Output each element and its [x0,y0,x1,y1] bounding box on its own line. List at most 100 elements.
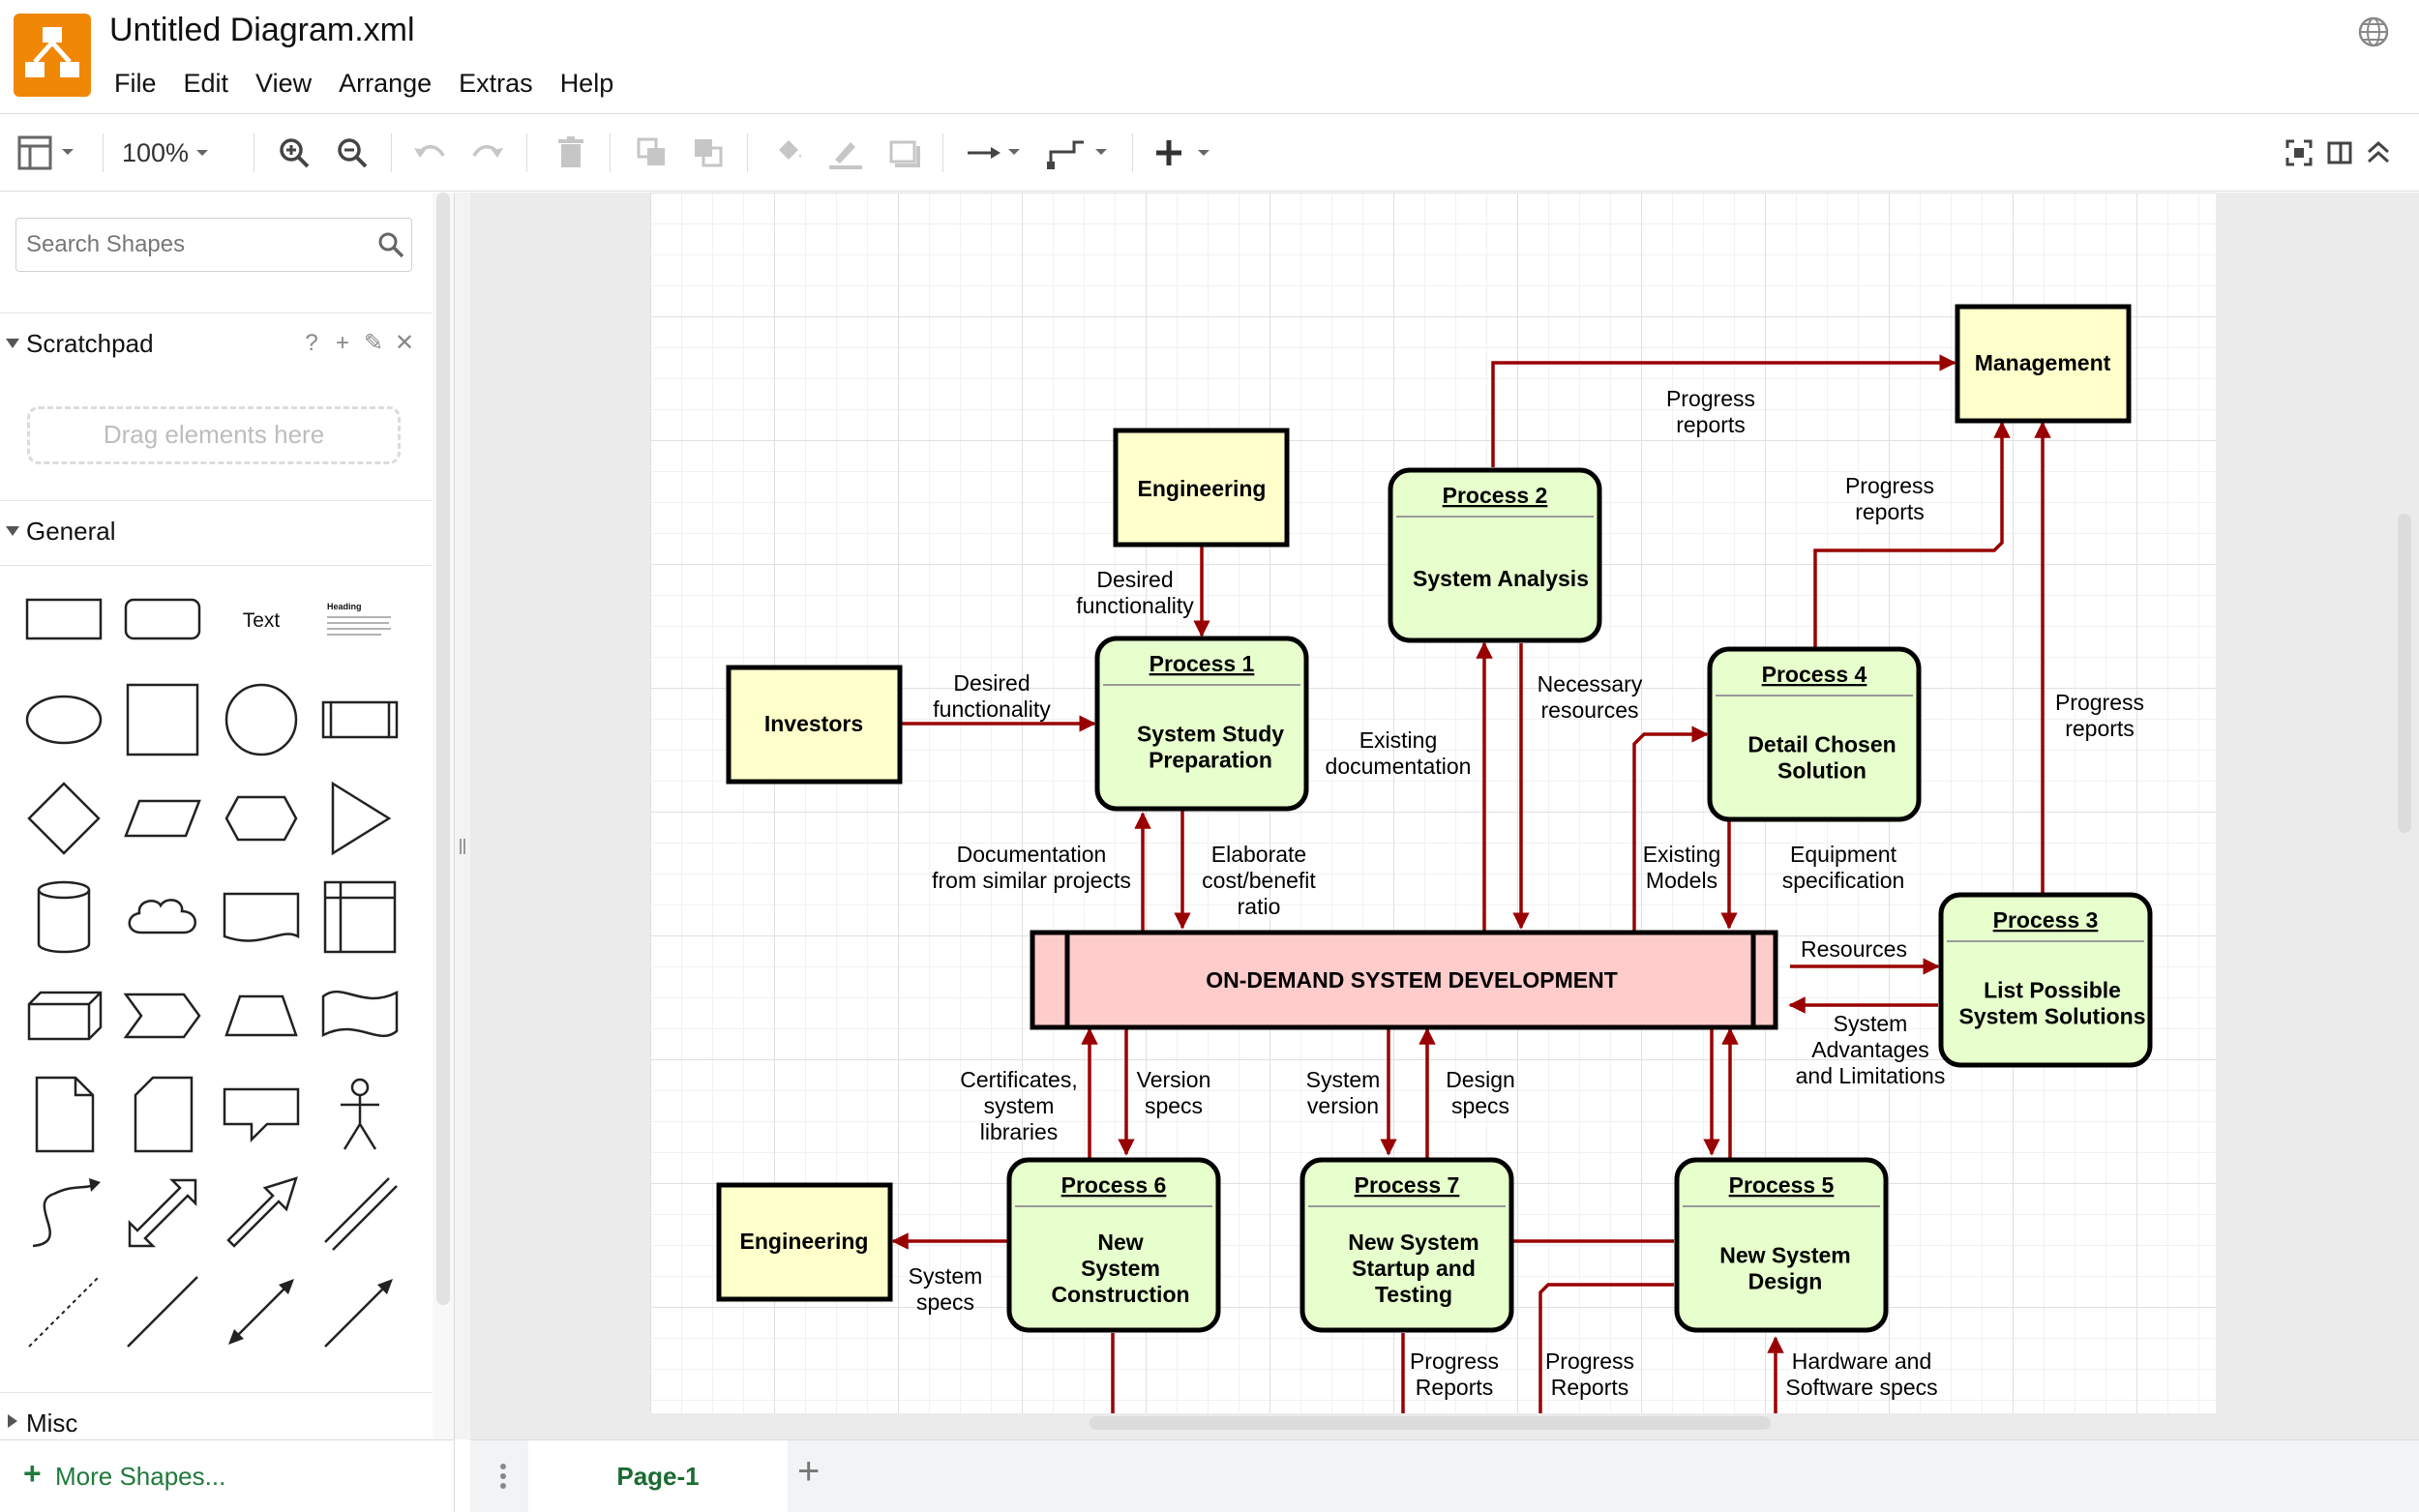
shape-ellipse[interactable] [15,671,112,768]
shape-link[interactable] [312,1165,408,1261]
scratchpad-add-icon[interactable]: + [335,329,349,356]
shape-directional-connector[interactable] [312,1263,408,1360]
shape-parallelogram[interactable] [114,770,211,867]
format-toggle-button[interactable] [2320,132,2359,174]
edge-p4-management[interactable] [1813,421,2011,647]
shape-trapezoid[interactable] [213,967,310,1064]
document-title[interactable]: Untitled Diagram.xml [109,12,415,48]
drawio-logo[interactable] [14,14,91,97]
to-back-button[interactable] [689,132,728,174]
shape-cylinder[interactable] [15,869,112,965]
shape-dashed-line[interactable] [15,1263,112,1360]
shape-actor[interactable] [312,1066,408,1163]
general-header[interactable]: General [0,500,432,562]
shape-rounded-rectangle[interactable] [114,573,211,669]
fill-color-button[interactable] [770,132,809,174]
waypoints-button[interactable] [1045,132,1113,174]
entity-engineering-bottom[interactable]: Engineering [716,1182,893,1302]
shape-tape[interactable] [312,967,408,1064]
shape-internal-storage[interactable] [312,869,408,965]
line-color-button[interactable] [826,132,865,174]
shape-bidirectional-arrow[interactable] [114,1165,211,1261]
entity-management[interactable]: Management [1955,304,2132,424]
shape-text[interactable]: Text [213,573,310,669]
undo-button[interactable] [410,132,449,174]
shape-note[interactable] [15,1066,112,1163]
shape-cloud[interactable] [114,869,211,965]
menu-help[interactable]: Help [559,69,614,98]
sidebar-scrollbar-thumb[interactable] [436,193,450,1305]
horizontal-scrollbar[interactable] [1090,1416,1771,1430]
search-shapes-input[interactable] [26,226,355,263]
shape-cube[interactable] [15,967,112,1064]
process-box [1006,1157,1221,1333]
vertical-scrollbar[interactable] [2398,514,2411,833]
shape-circle[interactable] [213,671,310,768]
menu-extras[interactable]: Extras [459,69,533,98]
scratchpad-drop-zone[interactable]: Drag elements here [27,406,401,464]
menu-view[interactable]: View [255,69,313,98]
collapse-button[interactable] [2359,132,2398,174]
sidebar-splitter[interactable] [455,193,470,1439]
format-panel-button[interactable] [15,132,83,174]
zoom-dropdown[interactable]: 100% [122,132,238,174]
heading-shape-label: Heading [327,602,362,611]
page-tab-1[interactable]: Page-1 [528,1440,788,1512]
toolbar-separator [747,133,748,172]
sidebar-scrollbar[interactable] [433,193,454,1439]
menu-edit[interactable]: Edit [183,69,229,98]
search-icon[interactable] [376,230,405,259]
edge-p5-progress[interactable] [1538,1283,1674,1413]
shape-diamond[interactable] [15,770,112,867]
entity-engineering-top[interactable]: Engineering [1113,428,1290,548]
diagram-canvas[interactable]: Management Engineering Investors Enginee… [470,193,2419,1439]
misc-header[interactable]: Misc [0,1392,432,1439]
delete-button[interactable] [552,132,590,174]
shape-triangle[interactable] [312,770,408,867]
shape-process[interactable] [312,671,408,768]
insert-button[interactable] [1151,132,1219,174]
shape-square[interactable] [114,671,211,768]
redo-button[interactable] [468,132,507,174]
to-front-button[interactable] [633,132,672,174]
scratchpad-header[interactable]: Scratchpad ? + ✎ ✕ [0,312,432,374]
shadow-button[interactable] [884,132,923,174]
zoom-in-button[interactable] [275,132,314,174]
menu-arrange[interactable]: Arrange [339,69,433,98]
shape-line[interactable] [114,1263,211,1360]
fullscreen-button[interactable] [2280,132,2318,174]
shape-hexagon[interactable] [213,770,310,867]
shape-heading[interactable]: Heading [312,573,408,669]
central-process[interactable]: ON-DEMAND SYSTEM DEVELOPMENT [1030,930,1778,1030]
menu-file[interactable]: File [114,69,157,98]
add-page-icon[interactable]: + [797,1450,821,1493]
shape-document[interactable] [213,869,310,965]
scratchpad-close-icon[interactable]: ✕ [394,330,415,356]
shape-arrow[interactable] [213,1165,310,1261]
page-menu-icon[interactable] [499,1462,507,1491]
connection-style-button[interactable] [964,132,1028,174]
shape-curve[interactable] [15,1165,112,1261]
more-shapes-button[interactable]: + More Shapes... [0,1439,455,1512]
zoom-out-button[interactable] [333,132,372,174]
directional-connector-icon [324,1279,393,1348]
scratchpad-help-icon[interactable]: ? [305,329,318,356]
language-globe-icon[interactable] [2357,15,2390,48]
edge-central-p4[interactable] [1632,726,1709,932]
scratchpad-edit-icon[interactable]: ✎ [363,330,384,356]
shape-rectangle[interactable] [15,573,112,669]
shape-callout[interactable] [213,1066,310,1163]
shape-card[interactable] [114,1066,211,1163]
shape-bidirectional-connector[interactable] [213,1263,310,1360]
entity-investors[interactable]: Investors [726,665,903,785]
page-tabs-bar: Page-1 + [470,1439,2419,1512]
shape-step[interactable] [114,967,211,1064]
edge-p2-management[interactable] [1491,354,1956,467]
